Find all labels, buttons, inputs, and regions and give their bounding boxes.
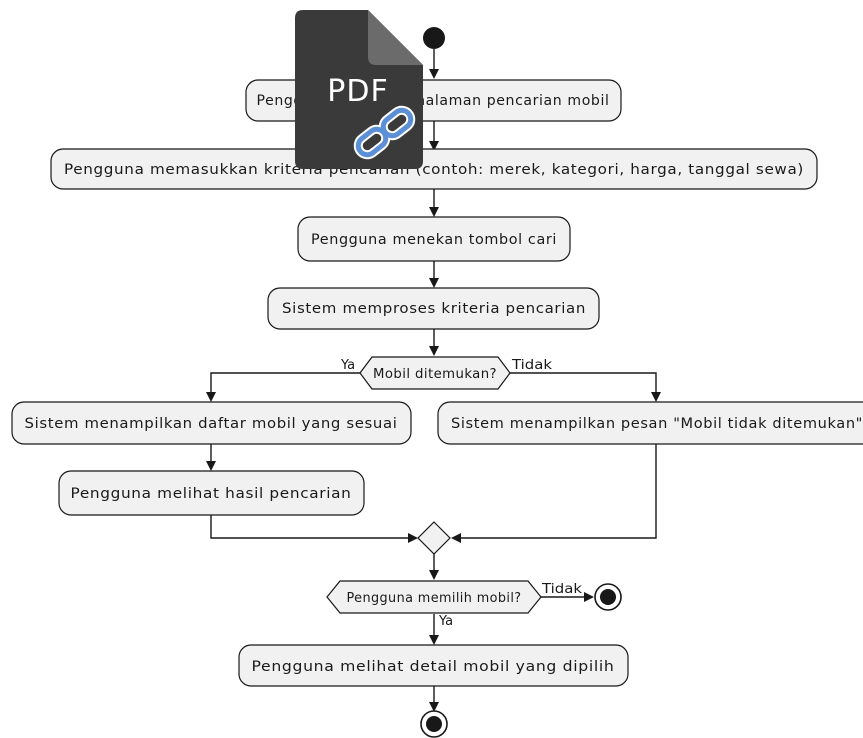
edges [206,49,661,712]
activity-show-not-found-message: Sistem menampilkan pesan "Mobil tidak di… [437,401,863,445]
activity-view-car-detail: Pengguna melihat detail mobil yang dipil… [238,644,629,687]
branch-yes-label: Ya [438,614,453,629]
start-node [423,27,445,49]
activity-press-search-button: Pengguna menekan tombol cari [297,216,571,262]
pdf-label: PDF [327,74,388,109]
branch-no-label: Tidak [541,582,583,597]
activity-label: Sistem memproses kriteria pencarian [282,301,586,317]
activity-label: Sistem menampilkan pesan "Mobil tidak di… [451,416,863,432]
branch-yes-label: Ya [340,358,355,373]
decision-car-found: Mobil ditemukan? [359,356,511,390]
branch-no-label: Tidak [511,358,553,373]
activity-process-criteria: Sistem memproses kriteria pencarian [267,287,600,330]
activity-label: Sistem menampilkan daftar mobil yang ses… [25,416,398,432]
merge-node [417,521,451,555]
chain-link-icon [353,105,416,160]
end-node [420,710,448,738]
activity-label: Pengguna memasukkan kriteria pencarian (… [64,162,804,178]
activity-label: Pengguna menekan tombol cari [311,232,557,248]
activity-label: Pengguna melihat detail mobil yang dipil… [252,659,615,675]
activity-label: Pengguna melihat hasil pencarian [71,486,352,502]
decision-label: Pengguna memilih mobil? [347,591,522,606]
activity-view-search-results: Pengguna melihat hasil pencarian [58,470,365,516]
activity-enter-criteria: Pengguna memasukkan kriteria pencarian (… [50,148,818,190]
activity-show-matching-cars: Sistem menampilkan daftar mobil yang ses… [11,401,412,445]
decision-label: Mobil ditemukan? [373,367,497,382]
decision-user-selects-car: Pengguna memilih mobil? [326,580,542,614]
pdf-link-icon[interactable]: PDF [295,10,423,169]
end-node [594,583,622,611]
